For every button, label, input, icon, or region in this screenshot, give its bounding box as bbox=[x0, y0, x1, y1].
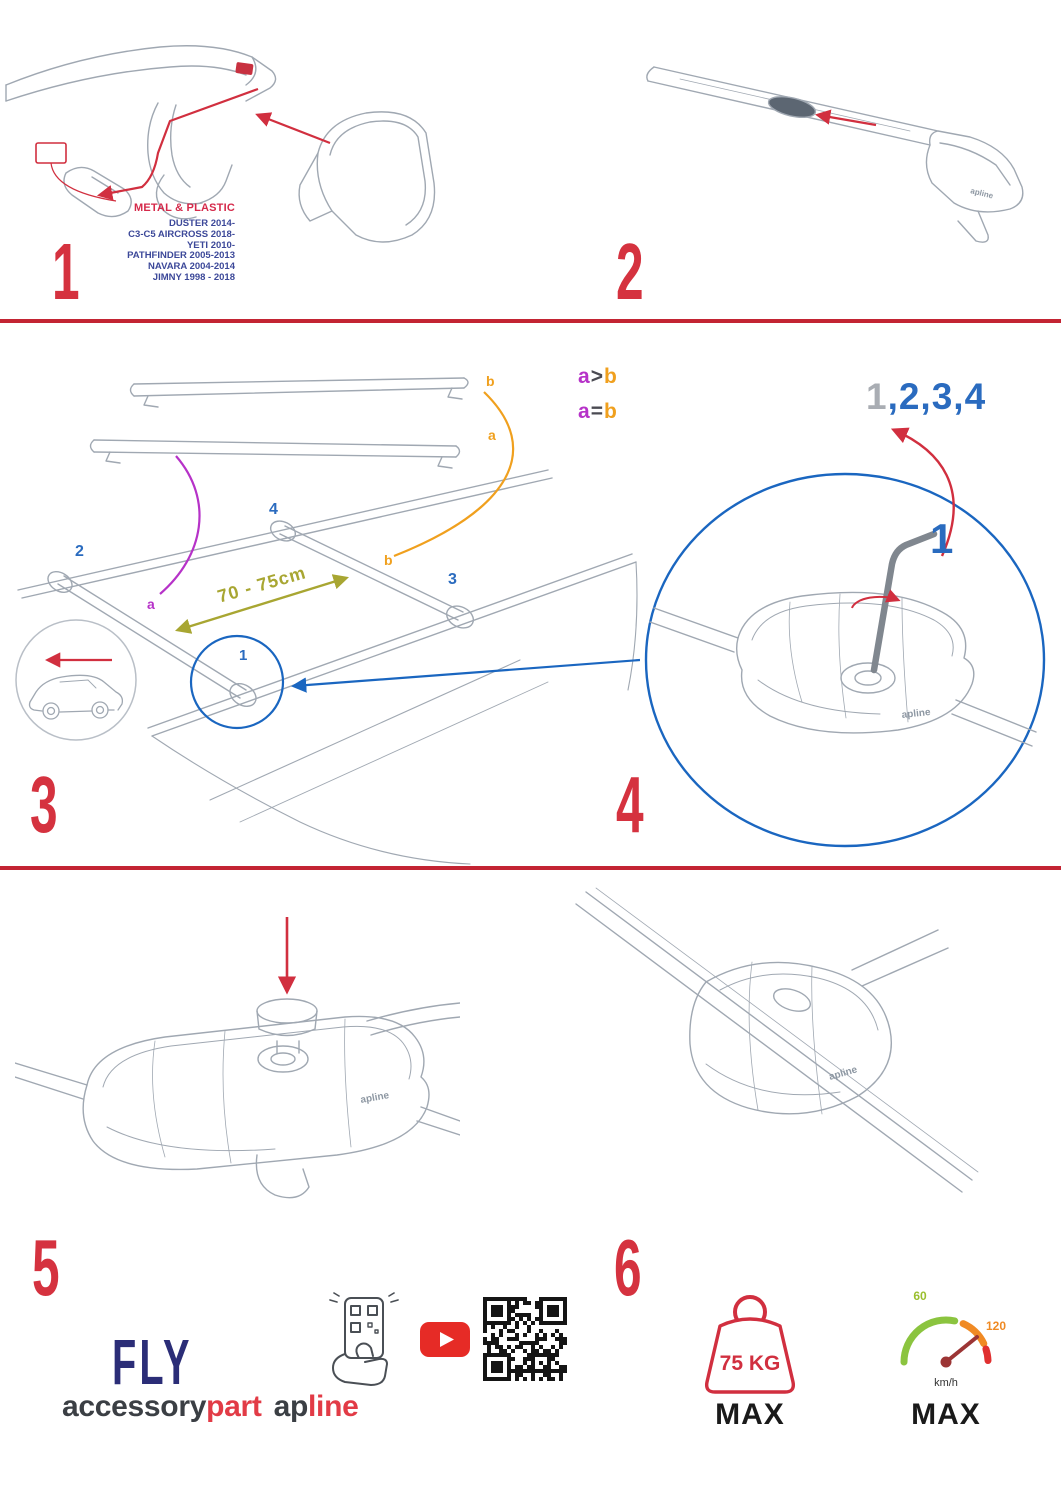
roof-label-b: b bbox=[384, 552, 393, 568]
roof-label-2: 2 bbox=[75, 543, 84, 560]
speed-unit: km/h bbox=[934, 1377, 958, 1389]
formula-a-eq-b: a=b bbox=[578, 401, 618, 422]
callout-leader-line bbox=[50, 162, 117, 202]
phone-scan-icon bbox=[329, 1292, 399, 1386]
mounted-clamp-drawing bbox=[575, 887, 979, 1193]
weight-max-label: MAX bbox=[715, 1398, 785, 1431]
roof-label-a: a bbox=[147, 596, 155, 612]
step1-figure bbox=[5, 45, 436, 243]
model-list-item: NAVARA 2004-2014 bbox=[148, 261, 235, 273]
section-divider-top bbox=[0, 319, 1061, 323]
bars-and-roof-drawing bbox=[17, 377, 638, 865]
roof-label-4: 4 bbox=[269, 501, 278, 518]
step3-number: 3 bbox=[30, 760, 58, 849]
section-divider-bottom bbox=[0, 866, 1061, 870]
bar-logo-patch bbox=[235, 62, 254, 75]
step3-figure bbox=[15, 377, 640, 865]
cover-to-bar-arrow bbox=[255, 112, 331, 145]
step2-figure: apline bbox=[646, 66, 1024, 243]
tighten-sequence: 1,2,3,4 bbox=[866, 378, 986, 415]
car-side-view-drawing bbox=[28, 674, 124, 720]
allen-key bbox=[870, 530, 938, 674]
formula1-b: b bbox=[603, 365, 618, 388]
formula1-op: > bbox=[590, 365, 604, 388]
measurement-arrow bbox=[175, 574, 349, 634]
roof-label-3: 3 bbox=[448, 571, 457, 588]
step1-number: 1 bbox=[52, 227, 80, 316]
formula2-b: b bbox=[603, 400, 618, 423]
product-name: FLY bbox=[112, 1326, 193, 1398]
formula1-a: a bbox=[578, 365, 591, 388]
qr-code bbox=[483, 1297, 567, 1381]
rotate-arrow bbox=[851, 589, 901, 609]
car-direction-inset-circle bbox=[15, 619, 137, 741]
step2-part-brand: apline bbox=[970, 186, 995, 200]
zoom-leader-line bbox=[290, 658, 640, 693]
model-list-item: JIMNY 1998 - 2018 bbox=[152, 271, 235, 283]
brand-ap: ap bbox=[273, 1390, 309, 1423]
speed-tick-120: 120 bbox=[986, 1319, 1006, 1333]
zoom-target-circle bbox=[189, 634, 285, 730]
step6-figure: apline bbox=[575, 887, 979, 1193]
youtube-icon bbox=[420, 1322, 470, 1357]
step4-figure: apline bbox=[644, 427, 1046, 848]
clamp-path-arrow bbox=[96, 87, 259, 201]
model-list-item: C3-C5 AIRCROSS 2018- bbox=[128, 228, 235, 240]
model-list-item: PATHFINDER 2005-2013 bbox=[127, 250, 235, 262]
step5-figure: apline bbox=[15, 917, 460, 1199]
step6-number: 6 bbox=[614, 1223, 642, 1312]
step4-part-brand: apline bbox=[901, 707, 931, 721]
formula2-a: a bbox=[578, 400, 591, 423]
step2-number: 2 bbox=[616, 227, 644, 316]
weight-value: 75 KG bbox=[720, 1352, 781, 1375]
formula2-op: = bbox=[590, 400, 604, 423]
step1-model-list: DUSTER 2014- C3-C5 AIRCROSS 2018- YETI 2… bbox=[75, 218, 235, 284]
speed-limit-icon: 60 120 km/h bbox=[900, 1289, 1006, 1389]
model-list-item: DUSTER 2014- bbox=[169, 218, 235, 229]
speed-tick-60: 60 bbox=[913, 1289, 927, 1303]
brand-accessory: accessory bbox=[62, 1390, 207, 1423]
step5-part-brand: apline bbox=[360, 1090, 391, 1106]
speed-max-label: MAX bbox=[911, 1398, 981, 1431]
knob-clamp-drawing bbox=[15, 998, 460, 1199]
formula-a-gt-b: a>b bbox=[578, 366, 618, 387]
sequence-rest: ,2,3,4 bbox=[887, 376, 987, 417]
position-callout: 1 bbox=[930, 515, 954, 562]
weight-limit-icon: 75 KG bbox=[704, 1295, 796, 1394]
zoom-circle bbox=[644, 472, 1046, 848]
step1-red-arrows bbox=[35, 87, 331, 202]
callout-box bbox=[35, 142, 67, 164]
step4-number: 4 bbox=[616, 760, 644, 849]
aero-bar-drawing bbox=[646, 66, 1024, 243]
orange-leader-curve bbox=[393, 391, 515, 558]
step5-number: 5 bbox=[32, 1223, 60, 1312]
roof-label-1: 1 bbox=[239, 647, 248, 664]
bar-label-a: a bbox=[488, 427, 496, 443]
speedometer-needle bbox=[944, 1335, 979, 1364]
bar-label-b: b bbox=[486, 373, 495, 389]
brand-part: part bbox=[206, 1390, 262, 1423]
sequence-first: 1 bbox=[866, 376, 888, 417]
purple-leader-curve bbox=[159, 455, 201, 595]
model-list-item: YETI 2010- bbox=[186, 239, 235, 251]
step1-material-label: METAL & PLASTIC bbox=[134, 202, 235, 214]
clamp-closeup-drawing bbox=[649, 591, 1037, 747]
brand-line: line bbox=[308, 1390, 359, 1423]
insert-arrow bbox=[814, 109, 877, 127]
play-triangle bbox=[440, 1332, 454, 1347]
sequence-arrow bbox=[890, 427, 955, 557]
